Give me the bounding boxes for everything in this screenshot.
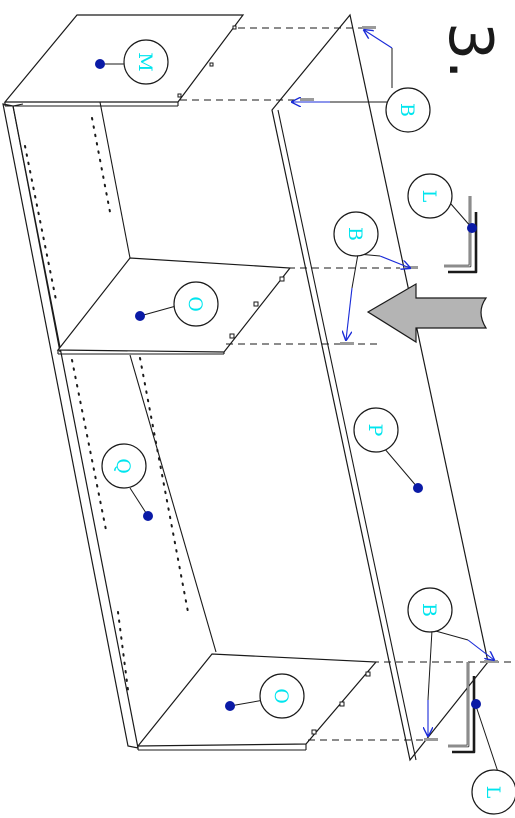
marker-dot (95, 59, 105, 69)
callout-l-bottom: L (471, 699, 515, 815)
callout-b-top: B (385, 87, 431, 133)
side-panel-p (271, 13, 489, 762)
cam-bolt-icon (362, 26, 376, 29)
marker-dot (467, 223, 477, 233)
step-number: 3. (435, 22, 505, 79)
cam-bolt-icon (340, 342, 354, 345)
marker-dot (135, 311, 145, 321)
callout-label-p: P (364, 424, 386, 437)
callout-p-panel: P (353, 407, 423, 493)
callout-label-o-bottom: O (270, 688, 292, 704)
callout-b-bottom: B (407, 587, 453, 633)
callout-b-middle: B (333, 211, 379, 257)
marker-dot (471, 699, 481, 709)
shelf-o-bottom (136, 653, 378, 751)
callout-q-side: Q (101, 443, 153, 521)
callout-label-q: Q (112, 458, 134, 474)
marker-dot (413, 483, 423, 493)
callout-o-bottom: O (225, 673, 305, 719)
marker-dot (225, 701, 235, 711)
callout-label-b-middle: B (344, 227, 366, 241)
allen-key-icon (444, 196, 478, 274)
callout-label-m: M (134, 52, 156, 71)
callout-label-b-top: B (396, 103, 418, 117)
frame-inner-edges (12, 101, 217, 653)
leader-lines (100, 48, 501, 779)
cam-bolt-icon (424, 738, 438, 741)
cam-bolt-icon (484, 660, 498, 663)
marker-dot (143, 511, 153, 521)
left-arrow-icon (366, 282, 488, 344)
callout-m-top: M (95, 39, 169, 85)
callout-label-l-top: L (418, 190, 440, 203)
cam-bolt-icon (300, 98, 314, 101)
step-number-text: 3. (435, 22, 505, 79)
callout-label-b-bottom: B (418, 603, 440, 617)
bolt-arrows (292, 30, 494, 736)
side-panel-q (2, 103, 189, 749)
callout-o-middle: O (135, 281, 219, 327)
callout-label-l-bottom: L (482, 786, 504, 799)
alignment-lines (180, 27, 515, 741)
callout-label-o-middle: O (184, 296, 206, 312)
callout-l-top: L (407, 173, 477, 233)
